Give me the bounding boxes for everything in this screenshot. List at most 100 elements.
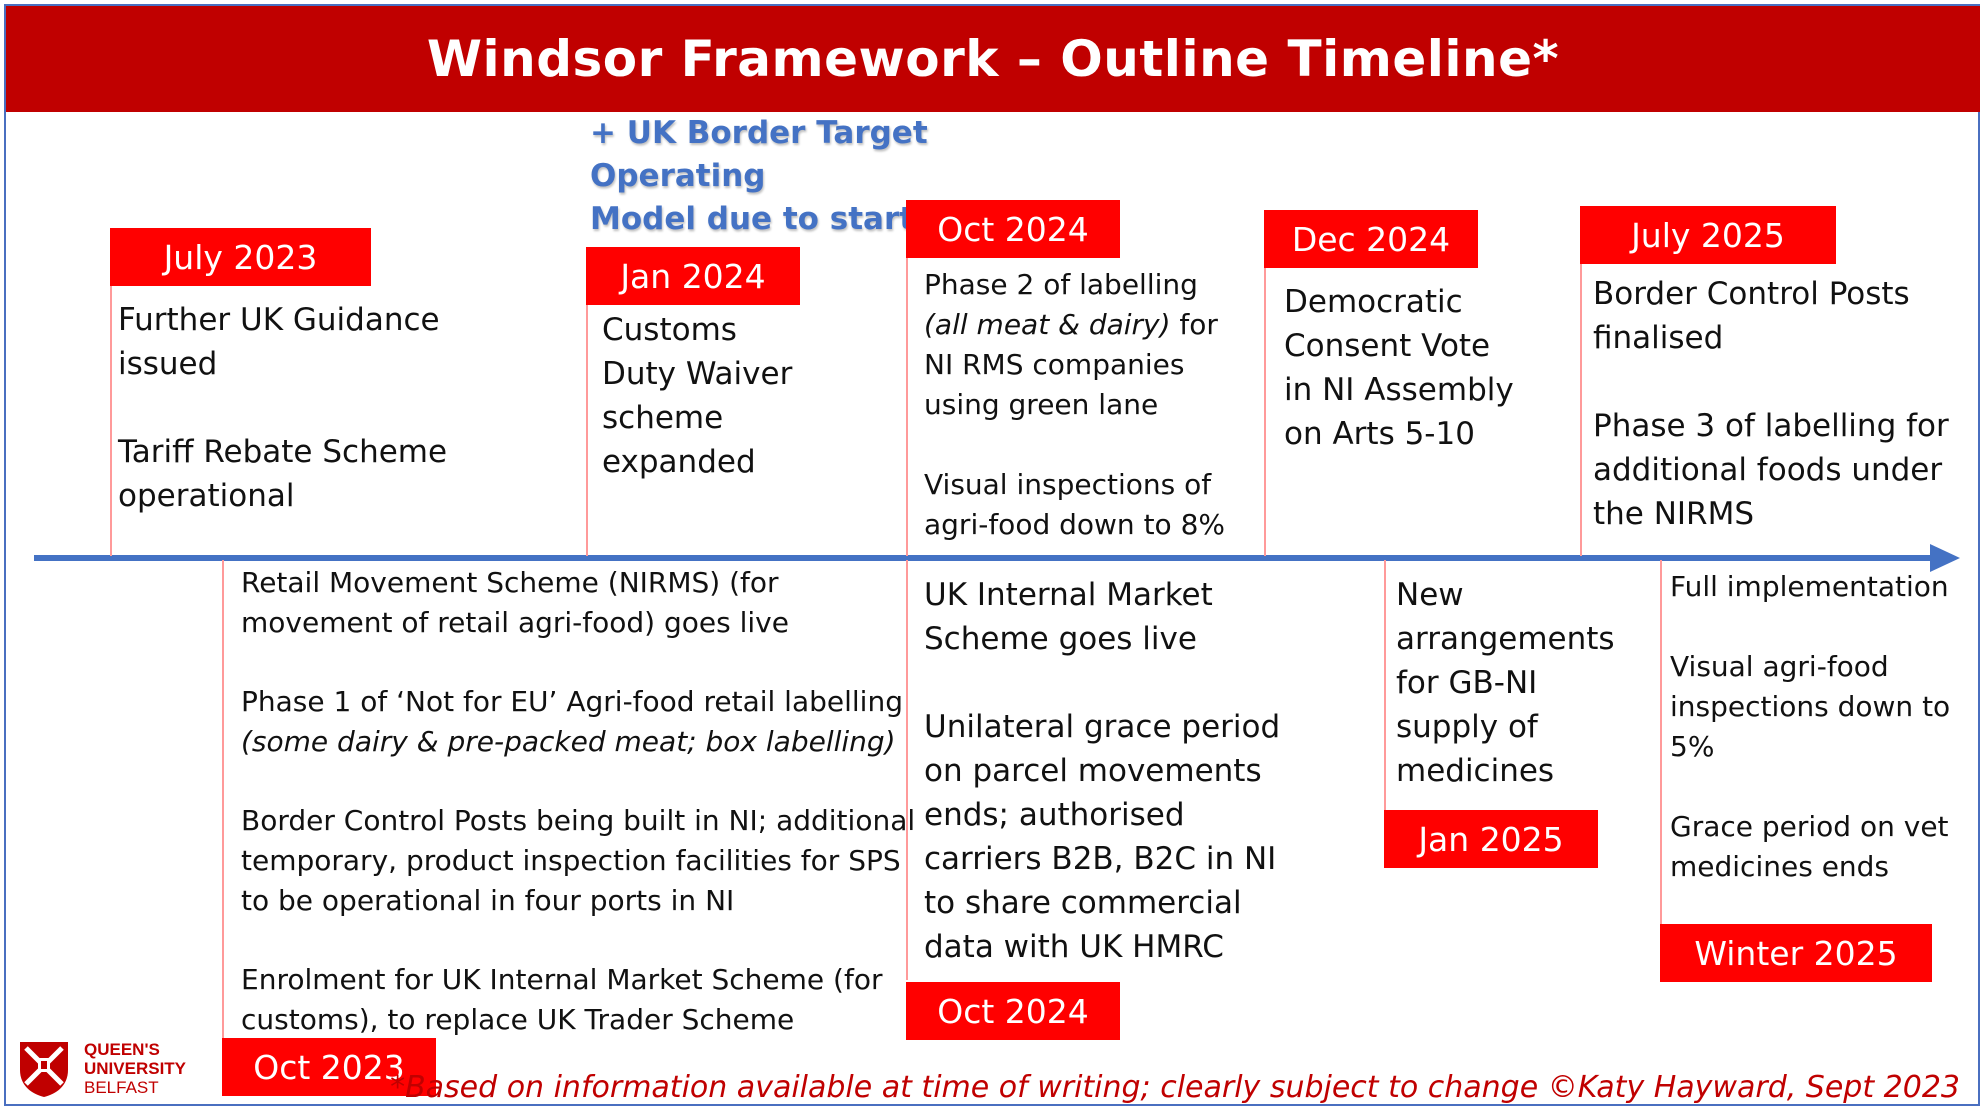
- event-line: (some dairy & pre-packed meat; box label…: [241, 722, 915, 762]
- event-line: data with UK HMRC: [924, 929, 1224, 965]
- event-text-jan-2024: Customs Duty Waiver scheme expanded: [602, 308, 792, 484]
- event-line: (all meat & dairy) for: [924, 305, 1225, 345]
- queens-university-logo: QUEEN'S UNIVERSITY BELFAST: [18, 1040, 208, 1100]
- event-line: Tariff Rebate Scheme: [118, 434, 448, 470]
- date-label-jan-2024: Jan 2024: [586, 247, 800, 305]
- event-italic: (some dairy & pre-packed meat; box label…: [241, 725, 896, 758]
- logo-line: QUEEN'S: [84, 1040, 160, 1059]
- spacer: [924, 661, 1280, 705]
- event-line: Duty Waiver: [602, 356, 793, 392]
- event-line: Border Control Posts being built in NI; …: [241, 804, 916, 837]
- event-line: supply of: [1396, 709, 1538, 745]
- connector-line: [110, 228, 112, 556]
- timeline-axis: [34, 555, 1934, 561]
- connector-line: [906, 200, 908, 556]
- event-line: Visual agri-food: [1670, 650, 1889, 683]
- event-text-july-2023: Further UK Guidance issued Tariff Rebate…: [118, 298, 447, 518]
- event-line: in NI Assembly: [1284, 372, 1514, 408]
- event-line: scheme: [602, 400, 724, 436]
- event-line: Scheme goes live: [924, 621, 1197, 657]
- connector-line: [906, 560, 908, 980]
- spacer: [924, 425, 1225, 465]
- event-italic: (all meat & dairy): [924, 308, 1171, 341]
- date-label-oct-2024-below: Oct 2024: [906, 982, 1120, 1040]
- event-line: customs), to replace UK Trader Scheme: [241, 1003, 795, 1036]
- note-line: + UK Border Target Operating: [590, 115, 928, 194]
- event-line: Enrolment for UK Internal Market Scheme …: [241, 963, 883, 996]
- timeline-arrowhead: [1930, 544, 1960, 572]
- event-line: agri-food down to 8%: [924, 508, 1225, 541]
- event-line: NI RMS companies: [924, 348, 1185, 381]
- event-line: to be operational in four ports in NI: [241, 884, 735, 917]
- event-line: Retail Movement Scheme (NIRMS) (for: [241, 566, 779, 599]
- date-label-oct-2024-above: Oct 2024: [906, 200, 1120, 258]
- event-line: Visual inspections of: [924, 468, 1212, 501]
- event-line: inspections down to: [1670, 690, 1951, 723]
- event-line: to share commercial: [924, 885, 1242, 921]
- event-line: expanded: [602, 444, 756, 480]
- connector-line: [586, 247, 588, 556]
- event-line: Customs: [602, 312, 737, 348]
- connector-line: [1384, 560, 1386, 810]
- event-text-winter-2025: Full implementation Visual agri-food ins…: [1670, 567, 1950, 887]
- date-label-jan-2025: Jan 2025: [1384, 810, 1598, 868]
- event-line: Democratic: [1284, 284, 1463, 320]
- connector-line: [1264, 210, 1266, 556]
- university-crest-icon: [20, 1042, 68, 1097]
- spacer: [1670, 607, 1950, 647]
- event-line: Full implementation: [1670, 570, 1949, 603]
- event-line: on parcel movements: [924, 753, 1262, 789]
- event-line: Phase 3 of labelling for: [1593, 408, 1949, 444]
- footer-disclaimer: *Based on information available at time …: [390, 1070, 1960, 1105]
- page-title: Windsor Framework – Outline Timeline*: [426, 30, 1560, 88]
- event-line: issued: [118, 346, 218, 382]
- event-text-oct-2024-below: UK Internal Market Scheme goes live Unil…: [924, 573, 1280, 969]
- event-line: Border Control Posts: [1593, 276, 1910, 312]
- event-line: arrangements: [1396, 621, 1615, 657]
- event-line: 5%: [1670, 730, 1715, 763]
- date-label-july-2023: July 2023: [110, 228, 371, 286]
- date-label-winter-2025: Winter 2025: [1660, 924, 1932, 982]
- event-text-dec-2024: Democratic Consent Vote in NI Assembly o…: [1284, 280, 1514, 456]
- event-line: movement of retail agri-food) goes live: [241, 606, 789, 639]
- event-line: carriers B2B, B2C in NI: [924, 841, 1277, 877]
- event-text-jan-2025: New arrangements for GB-NI supply of med…: [1396, 573, 1615, 793]
- connector-line: [1660, 560, 1662, 925]
- event-line: New: [1396, 577, 1464, 613]
- event-text-oct-2023: Retail Movement Scheme (NIRMS) (for move…: [241, 563, 915, 1040]
- event-line: Further UK Guidance: [118, 302, 440, 338]
- title-banner: Windsor Framework – Outline Timeline*: [6, 6, 1980, 112]
- event-line: Phase 2 of labelling: [924, 268, 1198, 301]
- event-line: on Arts 5-10: [1284, 416, 1475, 452]
- connector-line: [222, 560, 224, 1040]
- date-label-dec-2024: Dec 2024: [1264, 210, 1478, 268]
- event-text-july-2025: Border Control Posts finalised Phase 3 o…: [1593, 272, 1949, 536]
- spacer: [241, 921, 915, 960]
- spacer: [241, 643, 915, 682]
- event-line: the NIRMS: [1593, 496, 1755, 532]
- event-line: medicines: [1396, 753, 1555, 789]
- event-line: Unilateral grace period: [924, 709, 1281, 745]
- event-line: ends; authorised: [924, 797, 1185, 833]
- event-line: temporary, product inspection facilities…: [241, 844, 901, 877]
- logo-line: BELFAST: [84, 1078, 159, 1097]
- event-line: operational: [118, 478, 295, 514]
- date-label-oct-2023: Oct 2023: [222, 1038, 436, 1096]
- logo-line: UNIVERSITY: [84, 1059, 187, 1078]
- event-line: additional foods under: [1593, 452, 1943, 488]
- event-line: Grace period on vet: [1670, 810, 1949, 843]
- event-text-oct-2024-above: Phase 2 of labelling (all meat & dairy) …: [924, 265, 1225, 545]
- spacer: [118, 386, 447, 430]
- spacer: [241, 762, 915, 801]
- connector-line: [1580, 206, 1582, 556]
- event-text: for: [1170, 308, 1218, 341]
- spacer: [1670, 767, 1950, 807]
- event-line: for GB-NI: [1396, 665, 1538, 701]
- event-line: using green lane: [924, 388, 1159, 421]
- event-line: Consent Vote: [1284, 328, 1491, 364]
- event-line: UK Internal Market: [924, 577, 1213, 613]
- event-line: Phase 1 of ‘Not for EU’ Agri-food retail…: [241, 685, 903, 718]
- event-line: medicines ends: [1670, 850, 1890, 883]
- slide-frame: [4, 4, 1980, 1106]
- date-label-july-2025: July 2025: [1580, 206, 1836, 264]
